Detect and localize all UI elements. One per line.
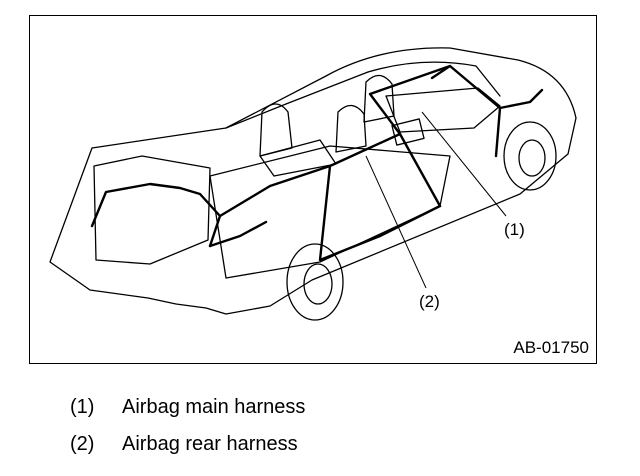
rear-harness-branch [90,182,222,228]
leader-line-1 [421,111,507,217]
legend-item: (1) Airbag main harness [70,397,305,417]
front-seat-left [335,104,367,153]
main-harness-line [368,64,502,208]
rear-wheel [286,243,344,321]
legend-label: Airbag rear harness [122,433,298,455]
figure-frame: (1) (2) AB-01750 [29,15,597,364]
roof-line [225,71,369,129]
rear-harness-tail [208,220,268,248]
legend-item: (2) Airbag rear harness [70,434,305,454]
front-wheel-hub [518,139,546,177]
windshield [367,61,501,97]
callout-rear-harness: (2) [419,292,440,311]
rear-wheel-hub [303,263,333,305]
rear-seat-base [259,139,337,177]
legend-number: (2) [70,433,95,455]
vehicle-harness-illustration [49,47,577,321]
legend-number: (1) [70,396,95,418]
front-wheel [503,121,557,191]
main-harness-branch [498,88,544,110]
rear-harness-line [208,132,442,262]
front-seat-right [363,74,395,123]
legend-label: Airbag main harness [122,396,306,418]
callout-main-harness: (1) [504,220,525,239]
legend: (1) Airbag main harness (2) Airbag rear … [70,397,305,471]
tailgate-opening [93,155,211,265]
car-body-outline [49,47,577,315]
rear-seat [259,103,293,157]
leader-line-2 [365,155,427,289]
figure-code: AB-01750 [513,338,589,357]
dashboard [385,87,501,133]
